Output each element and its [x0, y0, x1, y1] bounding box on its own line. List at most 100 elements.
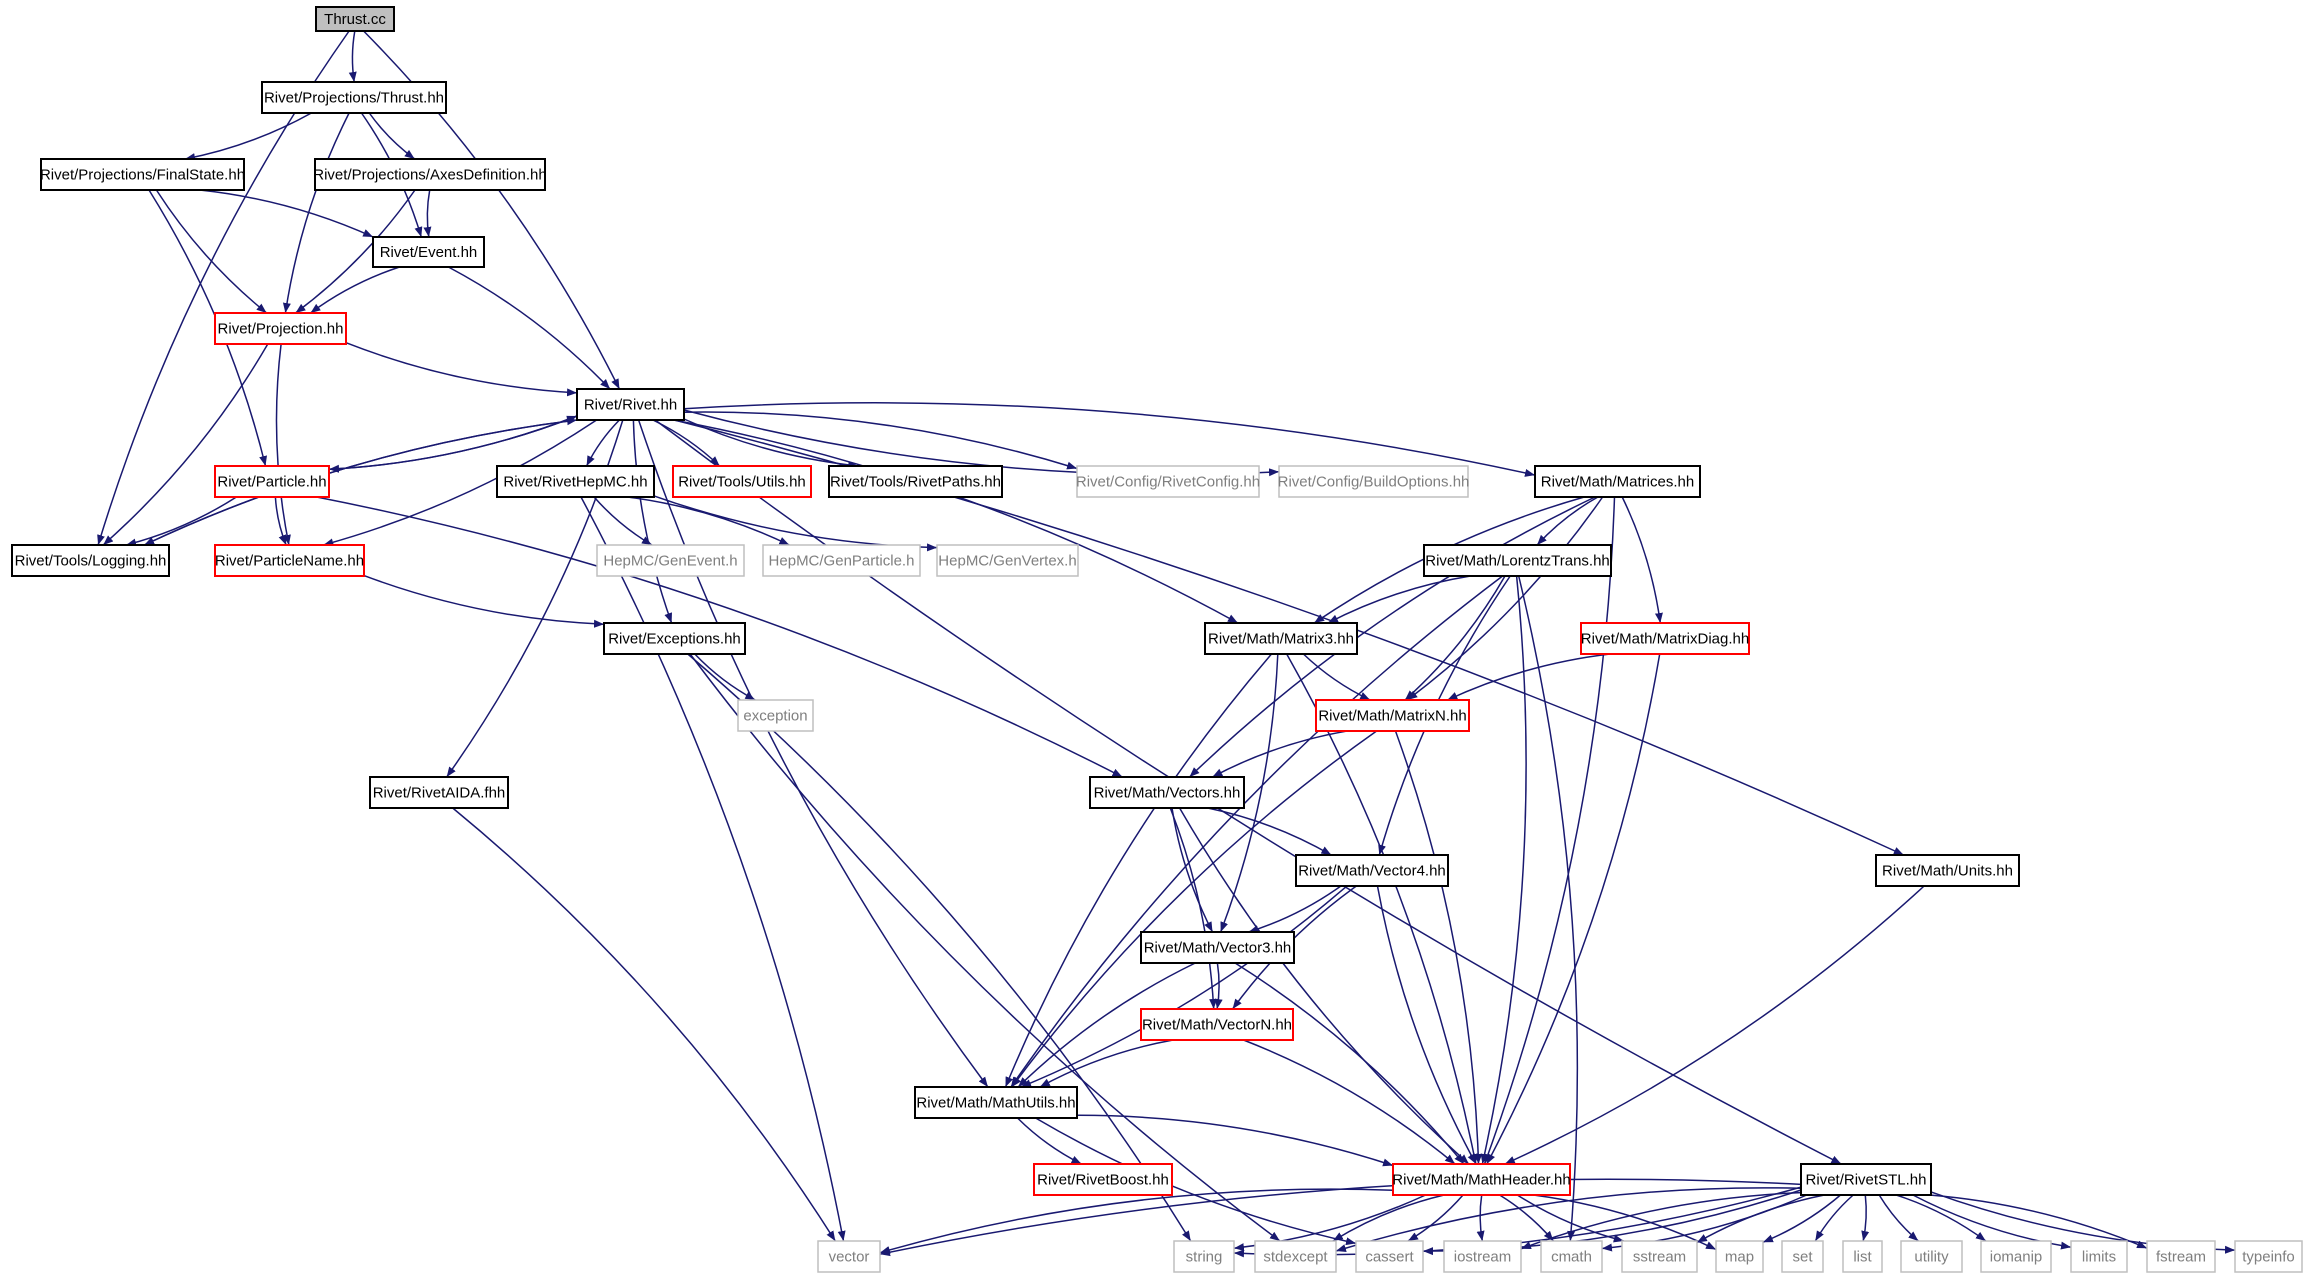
- node-label-hepmc-genevent-h: HepMC/GenEvent.h: [603, 553, 737, 570]
- edge-rivet-math-mathheader-hh-to-stdexcept: [1332, 1194, 1445, 1242]
- edge-rivet-math-lorentztrans-hh-to-rivet-math-mathheader-hh: [1480, 575, 1527, 1165]
- node-label-rivet-tools-logging-hh: Rivet/Tools/Logging.hh: [15, 553, 167, 570]
- node-rivet-rivetaida-fhh[interactable]: Rivet/RivetAIDA.fhh: [369, 776, 509, 809]
- node-label-rivet-math-matrices-hh: Rivet/Math/Matrices.hh: [1541, 474, 1694, 491]
- node-rivet-math-vectorn-hh[interactable]: Rivet/Math/VectorN.hh: [1140, 1008, 1294, 1041]
- node-label-iostream: iostream: [1454, 1249, 1512, 1266]
- edge-thrust-cc-to-rivet-rivet-hh: [363, 30, 621, 390]
- node-box-rivet-rivet-hh: [576, 388, 685, 421]
- node-limits: limits: [2070, 1240, 2128, 1273]
- node-rivet-math-vectors-hh[interactable]: Rivet/Math/Vectors.hh: [1089, 776, 1245, 809]
- node-rivet-rivethepmc-hh[interactable]: Rivet/RivetHepMC.hh: [496, 465, 655, 498]
- node-box-typeinfo: [2234, 1240, 2303, 1273]
- edge-rivet-projections-thrust-hh-to-rivet-projections-finalstate-hh: [184, 112, 312, 162]
- node-rivet-tools-logging-hh[interactable]: Rivet/Tools/Logging.hh: [11, 544, 170, 577]
- node-hepmc-genvertex-h: HepMC/GenVertex.h: [936, 544, 1079, 577]
- node-box-hepmc-genparticle-h: [762, 544, 921, 577]
- node-label-cmath: cmath: [1551, 1249, 1592, 1266]
- edge-rivet-particle-hh-to-rivet-rivet-hh: [328, 415, 578, 471]
- edge-rivet-rivetstl-hh-to-sstream: [1696, 1194, 1825, 1244]
- node-rivet-tools-utils-hh[interactable]: Rivet/Tools/Utils.hh: [672, 465, 812, 498]
- node-stdexcept: stdexcept: [1254, 1240, 1337, 1273]
- node-rivet-math-matrixn-hh[interactable]: Rivet/Math/MatrixN.hh: [1315, 699, 1470, 732]
- node-rivet-event-hh[interactable]: Rivet/Event.hh: [372, 236, 485, 268]
- edge-rivet-exceptions-hh-to-exception: [694, 653, 756, 701]
- node-rivet-math-mathheader-hh[interactable]: Rivet/Math/MathHeader.hh: [1392, 1163, 1571, 1196]
- node-rivet-math-matrices-hh[interactable]: Rivet/Math/Matrices.hh: [1534, 465, 1701, 498]
- node-box-limits: [2070, 1240, 2128, 1273]
- node-label-hepmc-genvertex-h: HepMC/GenVertex.h: [938, 553, 1076, 570]
- edge-rivet-math-mathheader-hh-to-vector: [879, 1188, 1394, 1254]
- edge-rivet-projections-finalstate-hh-to-rivet-event-hh: [199, 189, 374, 238]
- node-thrust-cc[interactable]: Thrust.cc: [315, 6, 395, 32]
- node-rivet-rivetboost-hh[interactable]: Rivet/RivetBoost.hh: [1033, 1163, 1173, 1196]
- node-rivet-exceptions-hh[interactable]: Rivet/Exceptions.hh: [603, 622, 746, 655]
- edge-rivet-projection-hh-to-rivet-rivet-hh: [345, 342, 578, 397]
- node-box-rivet-math-units-hh: [1875, 854, 2020, 887]
- node-box-thrust-cc: [315, 6, 395, 32]
- edge-rivet-rivetstl-hh-to-limits: [1912, 1194, 2072, 1250]
- node-label-list: list: [1853, 1249, 1872, 1266]
- node-label-rivet-rivethepmc-hh: Rivet/RivetHepMC.hh: [503, 474, 647, 491]
- edge-rivet-math-vectorn-hh-to-rivet-math-mathutils-hh: [1039, 1039, 1174, 1088]
- edge-rivet-rivetstl-hh-to-fstream: [1929, 1194, 2148, 1249]
- edge-rivet-rivethepmc-hh-to-vector: [580, 496, 846, 1242]
- node-rivet-math-vector4-hh[interactable]: Rivet/Math/Vector4.hh: [1295, 854, 1449, 887]
- edge-rivet-math-matrixdiag-hh-to-rivet-math-matrixn-hh: [1447, 653, 1611, 701]
- node-box-rivet-rivetaida-fhh: [369, 776, 509, 809]
- node-set: set: [1781, 1240, 1824, 1273]
- node-rivet-projections-thrust-hh[interactable]: Rivet/Projections/Thrust.hh: [261, 81, 447, 114]
- node-box-iostream: [1443, 1240, 1522, 1273]
- node-label-rivet-tools-rivetpaths-hh: Rivet/Tools/RivetPaths.hh: [830, 474, 1001, 491]
- node-label-rivet-math-mathheader-hh: Rivet/Math/MathHeader.hh: [1392, 1172, 1570, 1189]
- node-label-rivet-math-mathutils-hh: Rivet/Math/MathUtils.hh: [916, 1095, 1075, 1112]
- node-box-hepmc-genvertex-h: [936, 544, 1079, 577]
- node-rivet-rivet-hh[interactable]: Rivet/Rivet.hh: [576, 388, 685, 421]
- node-label-rivet-math-units-hh: Rivet/Math/Units.hh: [1882, 863, 2013, 880]
- node-rivet-math-matrix3-hh[interactable]: Rivet/Math/Matrix3.hh: [1204, 622, 1358, 655]
- node-iomanip: iomanip: [1980, 1240, 2052, 1273]
- node-string: string: [1173, 1240, 1235, 1273]
- node-rivet-projections-axesdefinition-hh[interactable]: Rivet/Projections/AxesDefinition.hh: [313, 158, 547, 191]
- node-box-rivet-math-lorentztrans-hh: [1423, 544, 1612, 577]
- node-box-rivet-math-vectorn-hh: [1140, 1008, 1294, 1041]
- edge-rivet-math-matrices-hh-to-rivet-math-mathheader-hh: [1483, 496, 1616, 1165]
- edge-rivet-math-mathheader-hh-to-string: [1233, 1194, 1426, 1252]
- edge-rivet-math-matrixdiag-hh-to-rivet-math-mathheader-hh: [1486, 653, 1661, 1165]
- node-label-rivet-event-hh: Rivet/Event.hh: [380, 244, 478, 261]
- node-sstream: sstream: [1621, 1240, 1698, 1273]
- node-box-rivet-math-mathheader-hh: [1392, 1163, 1571, 1196]
- edge-rivet-rivetstl-hh-to-utility: [1878, 1194, 1919, 1242]
- edge-rivet-math-mathheader-hh-to-map: [1533, 1194, 1717, 1251]
- node-box-stdexcept: [1254, 1240, 1337, 1273]
- node-box-fstream: [2146, 1240, 2216, 1273]
- node-rivet-math-lorentztrans-hh[interactable]: Rivet/Math/LorentzTrans.hh: [1423, 544, 1612, 577]
- node-rivet-rivetstl-hh[interactable]: Rivet/RivetSTL.hh: [1800, 1163, 1932, 1196]
- node-box-rivet-projection-hh: [214, 312, 347, 345]
- edge-rivet-event-hh-to-rivet-rivet-hh: [448, 266, 611, 390]
- node-rivet-particle-hh[interactable]: Rivet/Particle.hh: [214, 465, 330, 498]
- node-rivet-math-mathutils-hh[interactable]: Rivet/Math/MathUtils.hh: [914, 1086, 1078, 1119]
- node-label-rivet-rivet-hh: Rivet/Rivet.hh: [584, 397, 677, 414]
- edge-rivet-rivetstl-hh-to-iostream: [1520, 1191, 1802, 1250]
- edge-rivet-math-vectors-hh-to-rivet-math-vector4-hh: [1207, 807, 1332, 856]
- node-hepmc-genevent-h: HepMC/GenEvent.h: [596, 544, 745, 577]
- node-rivet-particlename-hh[interactable]: Rivet/ParticleName.hh: [214, 544, 365, 577]
- edge-rivet-projections-thrust-hh-to-rivet-projection-hh: [282, 112, 350, 314]
- node-label-cassert: cassert: [1365, 1249, 1414, 1266]
- node-rivet-projection-hh[interactable]: Rivet/Projection.hh: [214, 312, 347, 345]
- edge-rivet-math-matrix3-hh-to-rivet-math-vector3-hh: [1219, 653, 1279, 933]
- node-rivet-math-vector3-hh[interactable]: Rivet/Math/Vector3.hh: [1140, 931, 1295, 964]
- edge-thrust-cc-to-rivet-projections-thrust-hh: [348, 30, 357, 83]
- node-rivet-math-matrixdiag-hh[interactable]: Rivet/Math/MatrixDiag.hh: [1580, 622, 1750, 655]
- node-label-rivet-rivetaida-fhh: Rivet/RivetAIDA.fhh: [373, 785, 506, 802]
- node-rivet-math-units-hh[interactable]: Rivet/Math/Units.hh: [1875, 854, 2020, 887]
- edge-rivet-rivet-hh-to-rivet-config-rivetconfig-hh: [683, 411, 1078, 470]
- node-rivet-tools-rivetpaths-hh[interactable]: Rivet/Tools/RivetPaths.hh: [828, 465, 1003, 498]
- edge-rivet-particle-hh-to-rivet-math-vectors-hh: [316, 496, 1123, 778]
- node-hepmc-genparticle-h: HepMC/GenParticle.h: [762, 544, 921, 577]
- edge-rivet-exceptions-hh-to-stdexcept: [689, 653, 1281, 1242]
- node-rivet-projections-finalstate-hh[interactable]: Rivet/Projections/FinalState.hh: [40, 158, 245, 191]
- edge-rivet-math-matrix3-hh-to-rivet-math-mathutils-hh: [1004, 653, 1273, 1088]
- edge-rivet-math-vectors-hh-to-rivet-math-vector3-hh: [1171, 807, 1214, 933]
